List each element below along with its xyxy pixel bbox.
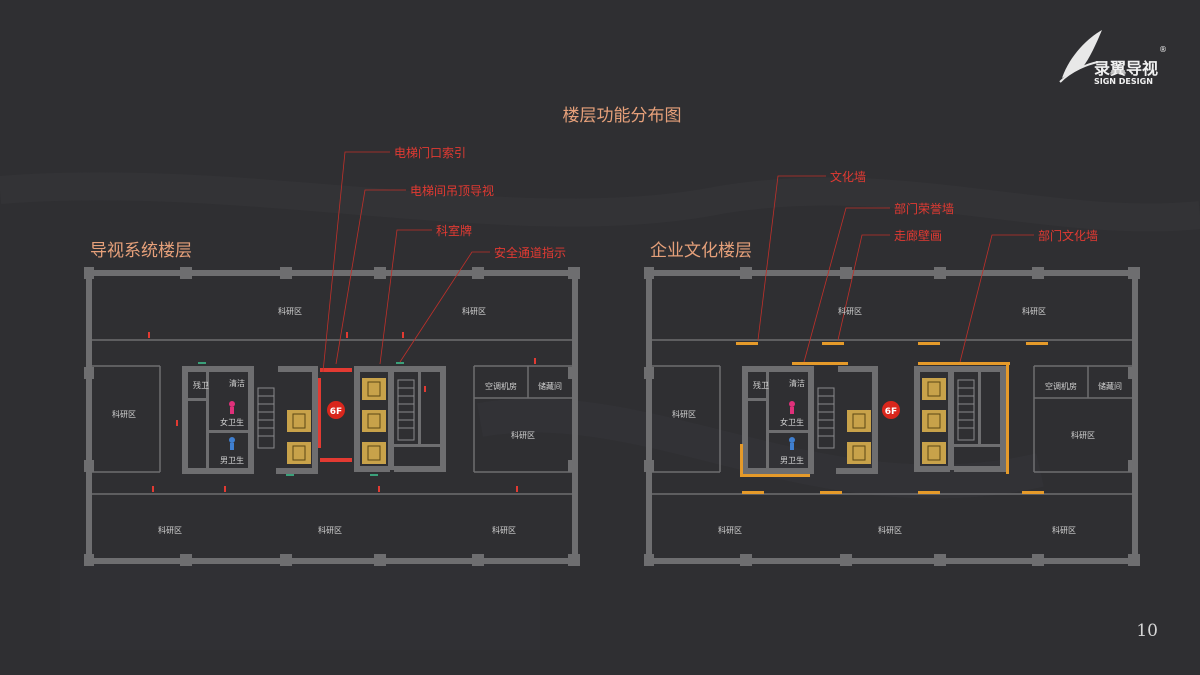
elevator-icon bbox=[847, 442, 871, 464]
callout-label: 文化墙 bbox=[830, 169, 866, 184]
room-label: 科研区 bbox=[1071, 430, 1095, 440]
room-label: 男卫生 bbox=[220, 455, 244, 465]
room-label: 科研区 bbox=[878, 525, 902, 535]
elevator-group bbox=[287, 378, 386, 464]
room-label: 男卫生 bbox=[780, 455, 804, 465]
callout-label: 电梯间吊顶导视 bbox=[410, 183, 494, 198]
logo-registered-mark: ® bbox=[1159, 45, 1167, 54]
room-label: 科研区 bbox=[112, 409, 136, 419]
elevator-icon bbox=[922, 378, 946, 400]
male-icon-body bbox=[230, 443, 234, 450]
room-label: 清洁 bbox=[789, 378, 805, 388]
outer-walls bbox=[644, 267, 1140, 566]
female-icon bbox=[789, 401, 795, 407]
callout-label: 电梯门口索引 bbox=[394, 145, 466, 160]
brand-logo: 录翼导视 SIGN DESIGN ® bbox=[1059, 30, 1167, 86]
room-label: 科研区 bbox=[1022, 306, 1046, 316]
culture-wall-marks bbox=[736, 342, 1048, 494]
core-block bbox=[742, 366, 1006, 474]
right-plan-title: 企业文化楼层 bbox=[650, 241, 752, 261]
corridor-walls bbox=[92, 339, 572, 495]
left-floor-plan: 导视系统楼层 bbox=[84, 145, 580, 566]
background-decoration bbox=[0, 172, 1200, 650]
room-label: 清洁 bbox=[229, 378, 245, 388]
page-title: 楼层功能分布图 bbox=[563, 106, 682, 126]
room-label: 储藏间 bbox=[1098, 381, 1122, 391]
elevator-icon bbox=[287, 442, 311, 464]
room-label: 科研区 bbox=[158, 525, 182, 535]
stairwell bbox=[817, 379, 975, 449]
elevator-icon bbox=[362, 410, 386, 432]
callout-label: 安全通道指示 bbox=[494, 245, 566, 260]
left-plan-title: 导视系统楼层 bbox=[90, 241, 192, 261]
floor-badge bbox=[882, 401, 900, 419]
room-label: 科研区 bbox=[1052, 525, 1076, 535]
female-icon-body bbox=[790, 407, 794, 414]
room-signs bbox=[148, 332, 536, 492]
outer-walls bbox=[84, 267, 580, 566]
elevator-door-signs bbox=[318, 368, 352, 462]
room-label: 科研区 bbox=[718, 525, 742, 535]
room-label: 空调机房 bbox=[1045, 381, 1077, 391]
room-label: 科研区 bbox=[511, 430, 535, 440]
room-label: 残卫 bbox=[753, 380, 769, 390]
room-label: 储藏间 bbox=[538, 381, 562, 391]
room-label: 科研区 bbox=[838, 306, 862, 316]
callout-label: 部门荣誉墙 bbox=[894, 201, 954, 216]
male-icon bbox=[229, 437, 235, 443]
floor-badge-label: 6F bbox=[330, 407, 342, 417]
callout-leaders bbox=[757, 175, 1034, 363]
floor-badge bbox=[327, 401, 345, 419]
callout-label: 科室牌 bbox=[436, 223, 472, 238]
page-number: 10 bbox=[1136, 621, 1158, 641]
room-label: 科研区 bbox=[462, 306, 486, 316]
room-label: 空调机房 bbox=[485, 381, 517, 391]
female-icon-body bbox=[230, 407, 234, 414]
logo-cn: 录翼导视 bbox=[1094, 59, 1158, 78]
elevator-icon bbox=[847, 410, 871, 432]
logo-en: SIGN DESIGN bbox=[1094, 77, 1153, 86]
callout-leaders bbox=[322, 151, 490, 373]
wing-icon bbox=[1062, 30, 1102, 78]
room-label: 科研区 bbox=[318, 525, 342, 535]
corridor-walls bbox=[652, 339, 1132, 495]
male-icon-body bbox=[790, 443, 794, 450]
callout-label: 部门文化墙 bbox=[1038, 228, 1098, 243]
female-icon bbox=[229, 401, 235, 407]
stairwell bbox=[257, 379, 415, 449]
elevator-icon bbox=[362, 378, 386, 400]
room-label: 女卫生 bbox=[220, 417, 244, 427]
room-label: 科研区 bbox=[492, 525, 516, 535]
elevator-group bbox=[847, 378, 946, 464]
elevator-icon bbox=[922, 410, 946, 432]
room-label: 科研区 bbox=[672, 409, 696, 419]
exit-signs bbox=[198, 362, 404, 476]
callout-label: 走廊壁画 bbox=[894, 228, 942, 243]
room-label: 科研区 bbox=[278, 306, 302, 316]
elevator-icon bbox=[922, 442, 946, 464]
floor-badge-label: 6F bbox=[885, 407, 897, 417]
elevator-icon bbox=[362, 442, 386, 464]
male-icon bbox=[789, 437, 795, 443]
right-floor-plan: 企业文化楼层 bbox=[644, 169, 1140, 566]
elevator-icon bbox=[287, 410, 311, 432]
room-label: 残卫 bbox=[193, 380, 209, 390]
core-block bbox=[182, 366, 446, 474]
room-label: 女卫生 bbox=[780, 417, 804, 427]
